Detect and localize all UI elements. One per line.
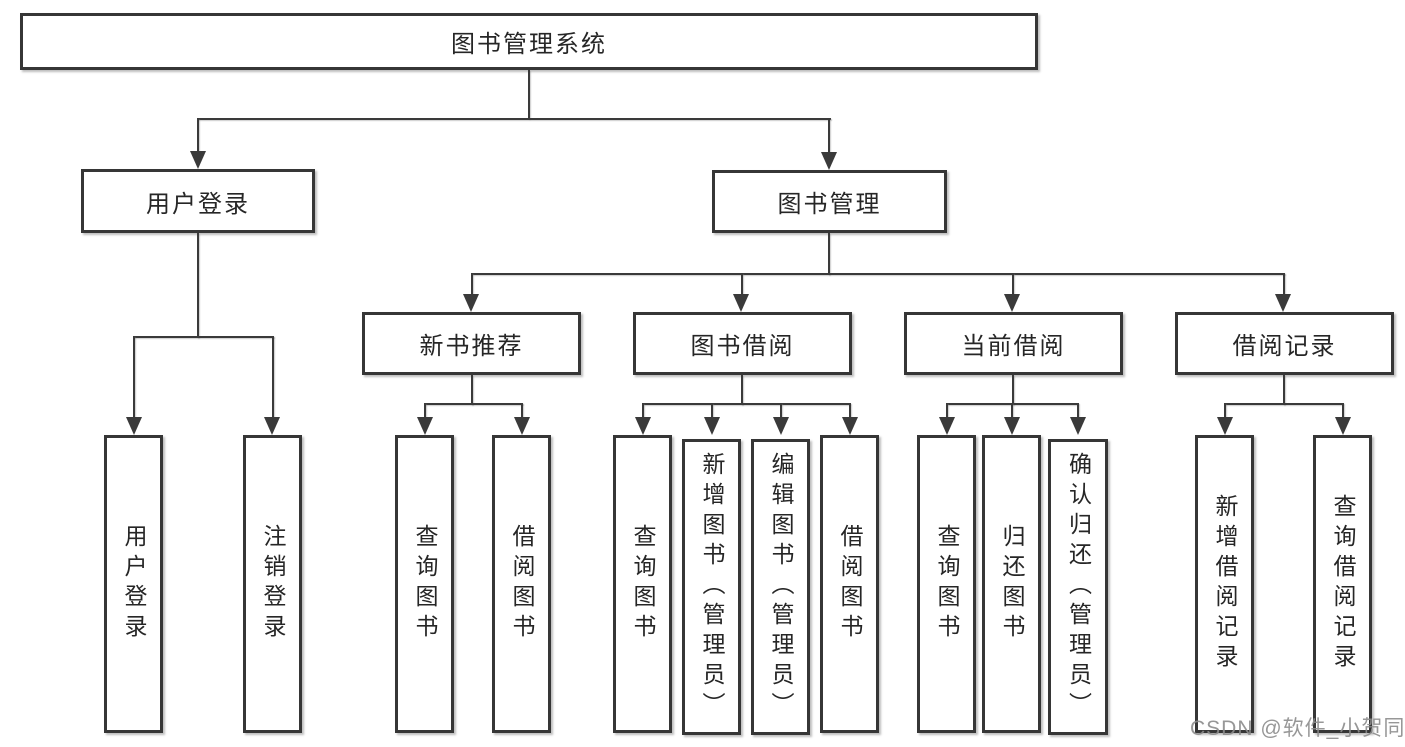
edge-to-leaf-return: [1011, 403, 1013, 419]
edge-to-leaf-borrow-1: [521, 403, 523, 419]
node-book-mgmt-label: 图书管理: [777, 191, 882, 218]
leaf-confirm-return-admin-label: 确认归还（管理员）: [1065, 452, 1092, 722]
edge-to-leaf-borrow-2: [849, 403, 851, 419]
leaf-borrow-books-2-label: 借阅图书: [837, 524, 863, 644]
leaf-query-borrow-record-label: 查询借阅记录: [1330, 494, 1356, 674]
arrowhead-leaf-edit-books: [773, 417, 789, 435]
edge-to-leaf-edit-books: [780, 403, 782, 419]
node-book-borrow: 图书借阅: [633, 312, 852, 375]
arrowhead-leaf-query-1: [417, 417, 433, 435]
edge-to-leaf-query-1: [424, 403, 426, 419]
edge-to-user-login: [197, 118, 199, 154]
leaf-borrow-books-1-label: 借阅图书: [509, 524, 535, 644]
edge-book-borrow-rail: [642, 403, 850, 405]
edge-book-borrow-stem: [741, 375, 743, 405]
leaf-return-books: 归还图书: [982, 435, 1041, 733]
arrowhead-leaf-query-2: [635, 417, 651, 435]
node-current-borrow-label: 当前借阅: [961, 333, 1066, 360]
leaf-confirm-return-admin: 确认归还（管理员）: [1048, 439, 1108, 735]
edge-book-mgmt-stem: [828, 233, 830, 275]
arrowhead-leaf-user-login: [126, 417, 142, 435]
edge-borrow-record-stem: [1283, 375, 1285, 405]
leaf-borrow-books-1: 借阅图书: [492, 435, 551, 733]
edge-to-leaf-user-login: [133, 336, 135, 419]
node-book-borrow-label: 图书借阅: [690, 333, 795, 360]
edge-to-leaf-query-3: [946, 403, 948, 419]
leaf-logout: 注销登录: [243, 435, 302, 733]
arrowhead-book-borrow: [733, 294, 749, 312]
arrowhead-leaf-add-books: [704, 417, 720, 435]
node-user-login: 用户登录: [81, 169, 315, 233]
leaf-user-login-label: 用户登录: [121, 524, 147, 644]
edge-new-book-rec-stem: [471, 375, 473, 405]
arrowhead-book-mgmt: [821, 152, 837, 170]
edge-to-leaf-confirm-return: [1077, 403, 1079, 419]
arrowhead-leaf-borrow-1: [514, 417, 530, 435]
arrowhead-user-login: [190, 151, 206, 169]
leaf-query-borrow-record: 查询借阅记录: [1313, 435, 1372, 733]
leaf-query-books-3-label: 查询图书: [934, 524, 960, 644]
edge-user-login-rail: [133, 336, 274, 338]
edge-user-login-stem: [197, 233, 199, 338]
leaf-user-login: 用户登录: [104, 435, 163, 733]
node-root-system: 图书管理系统: [20, 13, 1038, 70]
node-borrow-record: 借阅记录: [1175, 312, 1394, 375]
leaf-add-borrow-record-label: 新增借阅记录: [1212, 494, 1238, 674]
edge-root-rail: [197, 118, 831, 120]
node-root-label: 图书管理系统: [451, 31, 607, 58]
edge-new-book-rec-rail: [424, 403, 523, 405]
arrowhead-leaf-query-record: [1335, 417, 1351, 435]
edge-to-borrow-record: [1283, 273, 1285, 296]
leaf-query-books-2: 查询图书: [613, 435, 672, 733]
edge-to-leaf-query-2: [642, 403, 644, 419]
node-new-book-rec-label: 新书推荐: [419, 333, 524, 360]
leaf-return-books-label: 归还图书: [999, 524, 1025, 644]
arrowhead-leaf-logout: [264, 417, 280, 435]
leaf-query-books-1-label: 查询图书: [412, 524, 438, 644]
arrowhead-leaf-add-record: [1217, 417, 1233, 435]
node-borrow-record-label: 借阅记录: [1232, 333, 1337, 360]
arrowhead-leaf-borrow-2: [842, 417, 858, 435]
edge-to-book-borrow: [741, 273, 743, 296]
arrowhead-leaf-return: [1004, 417, 1020, 435]
leaf-edit-books-admin: 编辑图书（管理员）: [751, 439, 810, 735]
edge-current-borrow-stem: [1012, 375, 1014, 405]
node-book-mgmt: 图书管理: [712, 170, 947, 233]
leaf-edit-books-admin-label: 编辑图书（管理员）: [768, 452, 794, 722]
leaf-add-books-admin-label: 新增图书（管理员）: [699, 452, 725, 722]
arrowhead-leaf-query-3: [939, 417, 955, 435]
edge-to-leaf-logout: [272, 336, 274, 419]
leaf-query-books-2-label: 查询图书: [630, 524, 656, 644]
edge-to-leaf-add-record: [1224, 403, 1226, 419]
leaf-borrow-books-2: 借阅图书: [820, 435, 879, 733]
edge-to-new-book-rec: [471, 273, 473, 296]
leaf-query-books-1: 查询图书: [395, 435, 454, 733]
leaf-logout-label: 注销登录: [260, 524, 286, 644]
edge-to-leaf-add-books: [711, 403, 713, 419]
arrowhead-borrow-record: [1275, 294, 1291, 312]
csdn-watermark: CSDN @软件_小贺同学: [1190, 717, 1405, 740]
edge-root-stem: [528, 70, 530, 119]
edge-to-current-borrow: [1012, 273, 1014, 296]
edge-borrow-record-rail: [1224, 403, 1343, 405]
arrowhead-current-borrow: [1004, 294, 1020, 312]
edge-to-book-mgmt: [828, 118, 830, 154]
node-new-book-rec: 新书推荐: [362, 312, 581, 375]
edge-book-mgmt-rail: [471, 273, 1285, 275]
leaf-add-borrow-record: 新增借阅记录: [1195, 435, 1254, 733]
arrowhead-new-book-rec: [463, 294, 479, 312]
node-user-login-label: 用户登录: [146, 190, 250, 218]
arrowhead-leaf-confirm-return: [1070, 417, 1086, 435]
leaf-add-books-admin: 新增图书（管理员）: [682, 439, 741, 735]
node-current-borrow: 当前借阅: [904, 312, 1123, 375]
leaf-query-books-3: 查询图书: [917, 435, 976, 733]
edge-to-leaf-query-record: [1342, 403, 1344, 419]
